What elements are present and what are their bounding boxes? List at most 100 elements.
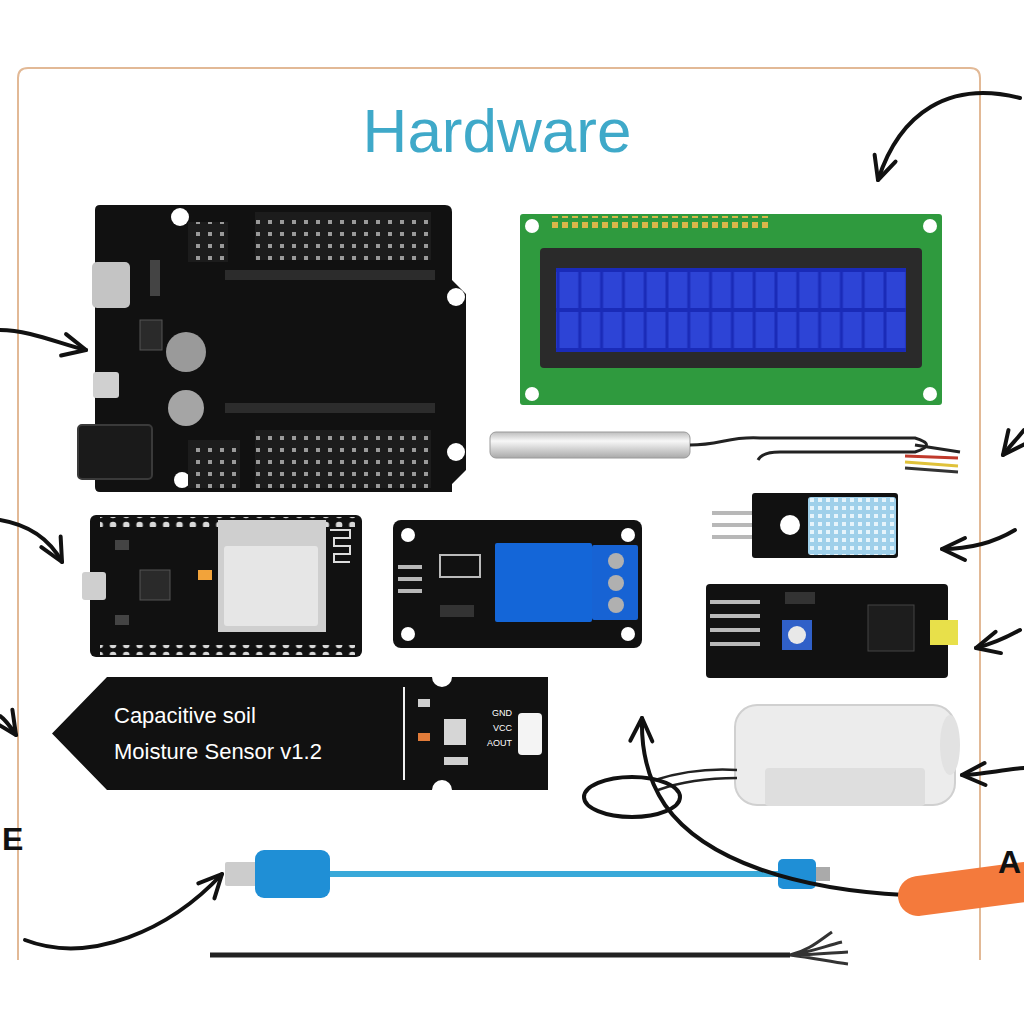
diagram-title: Hardware — [363, 100, 632, 162]
highlight-mark-part — [918, 882, 1024, 896]
relay-module-part — [398, 589, 422, 593]
esp32-board-part — [198, 570, 212, 580]
lcd-display-part — [923, 219, 937, 233]
dht-sensor-part — [712, 523, 754, 527]
i2c-module-part — [782, 620, 812, 650]
arduino-board-part — [174, 472, 190, 488]
relay-module-part — [608, 553, 624, 569]
esp32-board — [82, 515, 362, 657]
sensor-connector — [518, 713, 542, 755]
esp32-board-part — [90, 515, 362, 657]
pin-label: AOUT — [487, 739, 512, 749]
panel-frame — [18, 68, 980, 960]
lcd-display-part — [548, 216, 768, 228]
temperature-probe-part — [690, 438, 927, 460]
usb-cable — [225, 850, 830, 898]
i2c-module-part — [788, 626, 806, 644]
lcd-display-part — [525, 387, 539, 401]
water-pump-part — [940, 715, 960, 775]
callout-arrows-part — [0, 716, 16, 735]
sensor-line — [403, 687, 405, 780]
temperature-probe — [490, 432, 960, 472]
relay-module-part — [398, 565, 422, 569]
arduino-board — [78, 205, 466, 492]
relay-module-part — [440, 605, 474, 617]
callout-arrows-part — [0, 330, 86, 350]
i2c-module-part — [785, 592, 815, 604]
temperature-probe-part — [490, 432, 690, 458]
lcd-display-part — [556, 268, 906, 352]
relay-module-part — [393, 520, 642, 648]
callout-arrows-part — [642, 718, 905, 895]
temperature-probe-part — [905, 456, 958, 458]
i2c-module — [706, 584, 958, 678]
i2c-module-part — [710, 614, 760, 618]
edge-letter: E — [2, 822, 23, 857]
relay-module-part — [401, 627, 415, 641]
i2c-module-part — [710, 628, 760, 632]
callout-arrows-part — [962, 768, 1024, 775]
arduino-board-part — [225, 270, 435, 280]
callout-arrows-part — [1003, 430, 1024, 455]
arduino-board-part — [150, 260, 160, 296]
sensor-board-outline — [52, 677, 548, 790]
relay-module-part — [401, 528, 415, 542]
water-pump-part — [735, 705, 955, 805]
lcd-display-part — [540, 248, 922, 368]
callout-arrows-part — [942, 530, 1015, 549]
arduino-board-part — [92, 262, 130, 308]
i2c-module-part — [868, 605, 914, 651]
usb-cable-part — [816, 867, 830, 881]
callout-arrows-part — [584, 777, 680, 817]
arduino-board-part — [166, 332, 206, 372]
sensor-outline — [52, 677, 548, 790]
esp32-board-part — [115, 540, 129, 550]
arduino-board-part — [447, 288, 465, 306]
i2c-module-part — [706, 584, 948, 678]
jumper-wires — [210, 932, 848, 964]
relay-module-part — [608, 575, 624, 591]
callout-arrows — [0, 93, 1024, 948]
arduino-board-part — [93, 372, 119, 398]
esp32-board-part — [224, 546, 318, 626]
lcd-display — [520, 214, 942, 405]
arduino-board-part — [188, 222, 228, 262]
pin-label: VCC — [493, 724, 512, 734]
callout-arrows-part — [0, 520, 62, 562]
dht-sensor-part — [808, 497, 896, 555]
temperature-probe-part — [905, 468, 958, 472]
usb-cable-part — [225, 862, 257, 886]
node-text: Capacitive soil Moisture Sensor v1.2 — [114, 698, 332, 770]
dht-sensor-part — [712, 535, 754, 539]
relay-module-part — [495, 543, 592, 622]
arduino-board-part — [140, 320, 162, 350]
panel-frame-part — [18, 68, 980, 960]
dht-sensor-part — [752, 493, 898, 558]
jumper-wires-part — [790, 932, 848, 964]
relay-module-part — [621, 627, 635, 641]
i2c-module-part — [710, 642, 760, 646]
sensor-part — [444, 757, 468, 765]
jumper-wires-part — [210, 953, 790, 958]
arduino-board-part — [225, 403, 435, 413]
temperature-probe-part — [915, 445, 960, 452]
i2c-module-part — [710, 600, 760, 604]
esp32-board-part — [218, 520, 326, 632]
lcd-display-part — [520, 214, 942, 405]
usb-cable-part — [255, 850, 330, 898]
relay-module — [393, 520, 642, 648]
sensor-part — [418, 699, 430, 707]
i2c-module-part — [930, 620, 958, 645]
temperature-probe-part — [905, 462, 958, 466]
callout-arrows-part — [878, 93, 1020, 180]
dht-sensor-part — [712, 511, 754, 515]
relay-module-part — [440, 555, 480, 577]
esp32-board-part — [330, 530, 350, 562]
dht-sensor-part — [780, 515, 800, 535]
arduino-board-part — [255, 212, 431, 260]
text-holder: Capacitive soil Moisture Sensor v1.2 — [114, 698, 332, 770]
lcd-display-part — [923, 387, 937, 401]
callout-arrows-part — [25, 874, 222, 948]
water-pump-part — [765, 768, 925, 806]
